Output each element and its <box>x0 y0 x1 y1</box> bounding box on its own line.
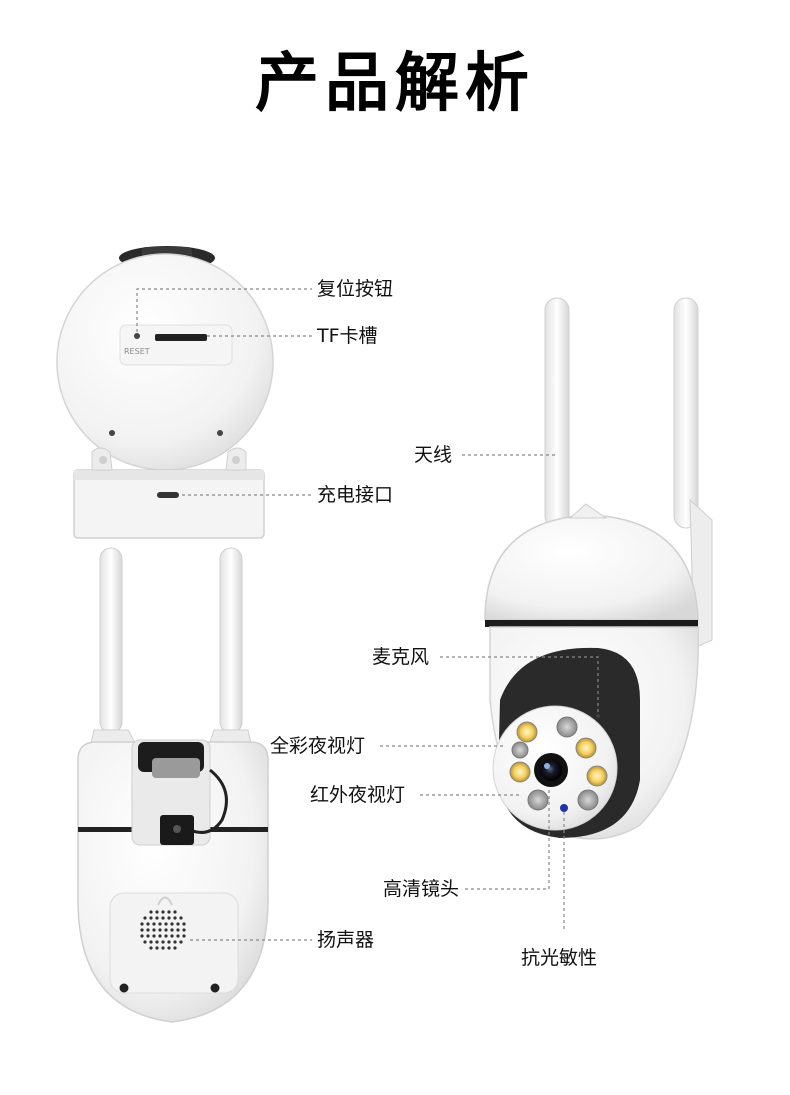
page-title: 产品解析 <box>255 47 535 121</box>
label-tf-slot: TF卡槽 <box>317 325 378 347</box>
label-hd-lens: 高清镜头 <box>383 878 460 900</box>
label-reset-button: 复位按钮 <box>317 278 394 300</box>
camera-back-top-view <box>56 246 274 539</box>
label-photosensitive: 抗光敏性 <box>521 947 598 969</box>
label-speaker: 扬声器 <box>317 929 375 951</box>
camera-front-view <box>484 297 713 840</box>
label-full-color-night-vision: 全彩夜视灯 <box>270 735 366 757</box>
label-microphone: 麦克风 <box>372 646 430 668</box>
label-charging-port: 充电接口 <box>317 484 394 506</box>
leader-lines <box>136 288 599 941</box>
reset-marking: RESET <box>124 347 150 356</box>
label-ir-night-vision: 红外夜视灯 <box>310 784 406 806</box>
camera-back-view <box>77 547 269 1023</box>
label-antenna: 天线 <box>414 444 453 466</box>
